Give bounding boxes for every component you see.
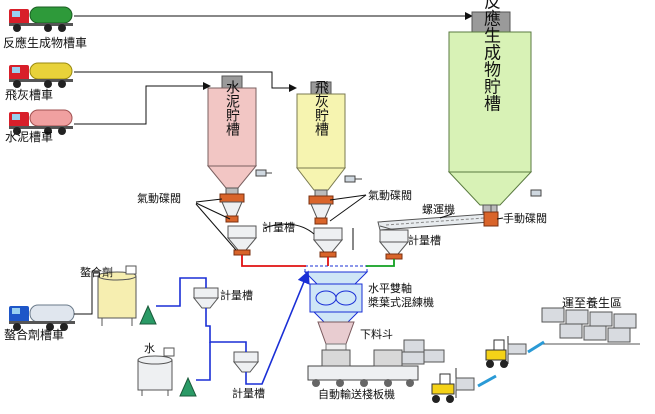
curing-area-label: 運至養生區: [562, 295, 622, 310]
cement-truck-label: 水泥槽車: [5, 130, 53, 144]
reaction-silo-label: 反應生成物貯槽: [480, 0, 501, 112]
leader-lines: [195, 194, 504, 251]
cement-feeder: [219, 193, 245, 223]
reaction-metering-label: 計量槽: [408, 233, 441, 247]
reaction-metering-tank: [378, 229, 410, 260]
screw-to-metering-line: [379, 225, 395, 231]
conveyor-label: 自動輸送棧板機: [318, 387, 395, 401]
cement-silo-label: 水泥貯槽: [224, 80, 240, 137]
flow-arrow-forklift: [477, 374, 497, 388]
discharge-hopper-label: 下料斗: [360, 327, 393, 341]
flyash-feeder: [308, 195, 334, 225]
level-sensors: [255, 169, 542, 197]
liquid-flow-lines: [156, 270, 310, 385]
mixer-label-line2: 槳葉式混練機: [368, 295, 434, 309]
feed-lines: [74, 12, 473, 315]
water-metering-tank: [232, 351, 260, 373]
water-pump: [179, 376, 197, 397]
svg-text:水泥貯槽: 水泥貯槽: [224, 80, 240, 137]
automatic-pallet-conveyor: [307, 349, 419, 387]
chelant-tank: [97, 265, 137, 326]
water-tank: [137, 347, 175, 396]
reaction-product-silo: [447, 11, 533, 214]
flyash-silo: [295, 81, 347, 197]
reaction-product-truck: [9, 6, 73, 32]
forklift-2: [431, 368, 475, 403]
pneumatic-valve-label-2: 氣動碟閥: [368, 188, 412, 202]
cement-truck: [9, 109, 73, 135]
cement-metering-label: 計量槽: [262, 220, 295, 234]
pallet-stack-conveyor: [401, 339, 445, 365]
chelant-metering-label: 計量槽: [220, 288, 253, 302]
cement-metering-tank: [226, 225, 258, 256]
pallet-stacks-curing: [540, 307, 640, 345]
chelant-pump: [139, 304, 157, 325]
manual-valve-label: 手動碟閥: [503, 211, 547, 225]
pneumatic-valve-label-1: 氣動碟閥: [137, 191, 181, 205]
chelant-label: 螯合劑: [80, 265, 113, 279]
screw-conveyor: [377, 205, 499, 231]
mixer-label-line1: 水平雙軸: [368, 281, 412, 295]
flyash-truck-label: 飛灰槽車: [5, 88, 53, 102]
cement-silo: [206, 75, 258, 195]
flow-arrow-curing: [527, 340, 545, 354]
twin-shaft-mixer: [303, 265, 369, 323]
flyash-truck: [9, 62, 73, 88]
flyash-silo-label: 飛灰貯槽: [313, 80, 329, 137]
screw-conveyor-label: 螺運機: [422, 202, 455, 216]
reaction-truck-label: 反應生成物槽車: [3, 35, 87, 50]
chelant-truck: [9, 304, 75, 331]
powder-flow-lines: [241, 255, 395, 267]
flyash-metering-tank: [312, 227, 344, 258]
svg-text:飛灰貯槽: 飛灰貯槽: [313, 80, 329, 137]
chelant-truck-label: 螯合劑槽車: [4, 327, 64, 342]
forklift-1: [485, 336, 527, 368]
water-label: 水: [144, 342, 155, 355]
svg-text:反應生成物貯槽: 反應生成物貯槽: [480, 0, 501, 112]
water-metering-label: 計量槽: [232, 386, 265, 400]
chelant-metering-tank: [192, 287, 220, 309]
